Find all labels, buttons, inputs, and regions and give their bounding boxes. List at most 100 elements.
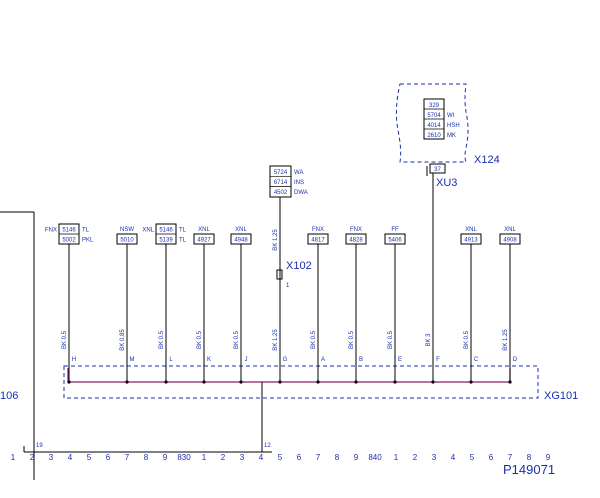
wire-h-gauge: BK 0.5 bbox=[62, 330, 68, 349]
wire-c-part-box bbox=[460, 233, 482, 245]
wire-a-prefix: FNX bbox=[312, 227, 324, 233]
wire-a-part-code: 4817 bbox=[311, 238, 325, 244]
wire-j-gauge: BK 0.5 bbox=[234, 330, 240, 349]
wire-b-prefix: FNX bbox=[350, 227, 362, 233]
x124-label: X124 bbox=[474, 154, 500, 166]
grid-number: 9 bbox=[163, 453, 168, 462]
grid-number: 6 bbox=[297, 453, 302, 462]
grid-number: 6 bbox=[489, 453, 494, 462]
wire-d-pin-letter: D bbox=[513, 357, 518, 363]
wire-j-part-box bbox=[230, 233, 252, 245]
wire-k-gauge: BK 0.5 bbox=[197, 330, 203, 349]
x102-code-3: 4502 bbox=[274, 190, 288, 196]
wire-l-part-suffix: TL bbox=[179, 228, 187, 234]
wire-f-gauge: BK 3 bbox=[426, 333, 432, 347]
x102-code-1: 5724 bbox=[274, 170, 288, 176]
x102-tag-1: WA bbox=[294, 170, 303, 176]
wire-h-part-suffix: TL bbox=[82, 228, 90, 234]
xu3-pin-label: 37 bbox=[434, 167, 441, 173]
wire-f-junction bbox=[431, 380, 435, 384]
xu3-connector-body bbox=[429, 163, 446, 174]
x124-tag-3: HSH bbox=[447, 123, 460, 129]
wire-m-part-code: 5010 bbox=[120, 238, 134, 244]
wire-e-junction bbox=[393, 380, 397, 384]
wire-k-prefix: XNL bbox=[198, 227, 210, 233]
grid-number: 7 bbox=[508, 453, 513, 462]
wire-a-gauge: BK 0.5 bbox=[311, 330, 317, 349]
wire-g-gauge-upper: BK 1.25 bbox=[273, 229, 279, 251]
wire-d-gauge: BK 1.25 bbox=[503, 329, 509, 351]
wire-b-part-code: 4828 bbox=[349, 238, 363, 244]
wire-c-pin-letter: C bbox=[474, 357, 479, 363]
x124-component: 329 5704 WI 4014 HSH 2610 MK bbox=[423, 98, 460, 140]
x124-code-2: 5704 bbox=[427, 113, 441, 119]
wire-l-junction bbox=[164, 380, 168, 384]
wire-f-pin-letter: F bbox=[436, 357, 440, 363]
grid-number: 2 bbox=[413, 453, 418, 462]
wire-h-part-code: 5146 bbox=[62, 228, 76, 234]
xg101-label: XG101 bbox=[544, 390, 578, 402]
x124-code-3: 4014 bbox=[427, 123, 441, 129]
wire-m-pin-letter: M bbox=[130, 357, 135, 363]
bottom-pin-19: 19 bbox=[36, 443, 43, 449]
wire-h-prefix: FNX bbox=[45, 228, 57, 234]
x124-tag-2: WI bbox=[447, 113, 455, 119]
grid-number: 3 bbox=[49, 453, 54, 462]
wire-d-junction bbox=[508, 380, 512, 384]
x102-code-2: 6714 bbox=[274, 180, 288, 186]
x102-pin-label: 1 bbox=[286, 283, 290, 289]
wire-h-pin-letter: H bbox=[72, 357, 76, 363]
grid-number: 5 bbox=[278, 453, 283, 462]
wire-c-gauge: BK 0.5 bbox=[464, 330, 470, 349]
wire-k-pin-letter: K bbox=[207, 357, 211, 363]
x124-code-4: 2610 bbox=[427, 133, 441, 139]
xu3-connector: 37 bbox=[426, 163, 446, 176]
wire-d-part-box bbox=[499, 233, 521, 245]
wire-e-gauge: BK 0.5 bbox=[388, 330, 394, 349]
wire-a-part-box bbox=[307, 233, 329, 245]
wire-g-junction bbox=[278, 380, 282, 384]
wire-l-part-code: 5146 bbox=[159, 228, 173, 234]
grid-number: 8 bbox=[144, 453, 149, 462]
grid-number: 840 bbox=[368, 453, 382, 462]
wire-h-junction bbox=[67, 380, 71, 384]
wire-e-part-box bbox=[384, 233, 406, 245]
wire-e-part-code: 5406 bbox=[388, 238, 402, 244]
wire-m-prefix: NSW bbox=[120, 227, 134, 233]
x102-component: 5724 WA 6714 INS 4502 DWA bbox=[269, 165, 308, 198]
grid-number: 7 bbox=[316, 453, 321, 462]
wire-m-part-box bbox=[116, 233, 138, 245]
x102-label: X102 bbox=[286, 260, 312, 272]
left-ref-label: 106 bbox=[0, 390, 18, 402]
wire-l-pin-letter: L bbox=[169, 357, 173, 363]
x124-code-1: 329 bbox=[429, 103, 440, 109]
wire-l-part-code: 5139 bbox=[159, 238, 173, 244]
wire-h-part-suffix: PKL bbox=[82, 238, 94, 244]
wire-d-part-code: 4908 bbox=[503, 238, 517, 244]
grid-number: 8 bbox=[335, 453, 340, 462]
grid-number: 5 bbox=[87, 453, 92, 462]
wire-j-pin-letter: J bbox=[245, 357, 248, 363]
wire-h-part-code: 5002 bbox=[62, 238, 76, 244]
grid-number: 8 bbox=[527, 453, 532, 462]
bottom-pin-12: 12 bbox=[264, 443, 271, 449]
wire-k-part-box bbox=[193, 233, 215, 245]
wire-b-junction bbox=[354, 380, 358, 384]
grid-number: 2 bbox=[30, 453, 35, 462]
wire-g-pin-letter: G bbox=[283, 357, 288, 363]
wire-m-junction bbox=[125, 380, 129, 384]
grid-number: 9 bbox=[546, 453, 551, 462]
wire-c-part-code: 4913 bbox=[464, 238, 478, 244]
wire-d-prefix: XNL bbox=[504, 227, 516, 233]
wire-c-junction bbox=[469, 380, 473, 384]
grid-number: 3 bbox=[432, 453, 437, 462]
wire-g-gauge: BK 1.25 bbox=[273, 329, 279, 351]
wire-l-prefix: XNL bbox=[142, 228, 154, 234]
grid-number: 4 bbox=[451, 453, 456, 462]
wire-l-part-suffix: TL bbox=[179, 238, 187, 244]
x102-connector: 1 bbox=[276, 269, 290, 289]
grid-number: 6 bbox=[106, 453, 111, 462]
xg101-dashed-box bbox=[63, 365, 539, 399]
